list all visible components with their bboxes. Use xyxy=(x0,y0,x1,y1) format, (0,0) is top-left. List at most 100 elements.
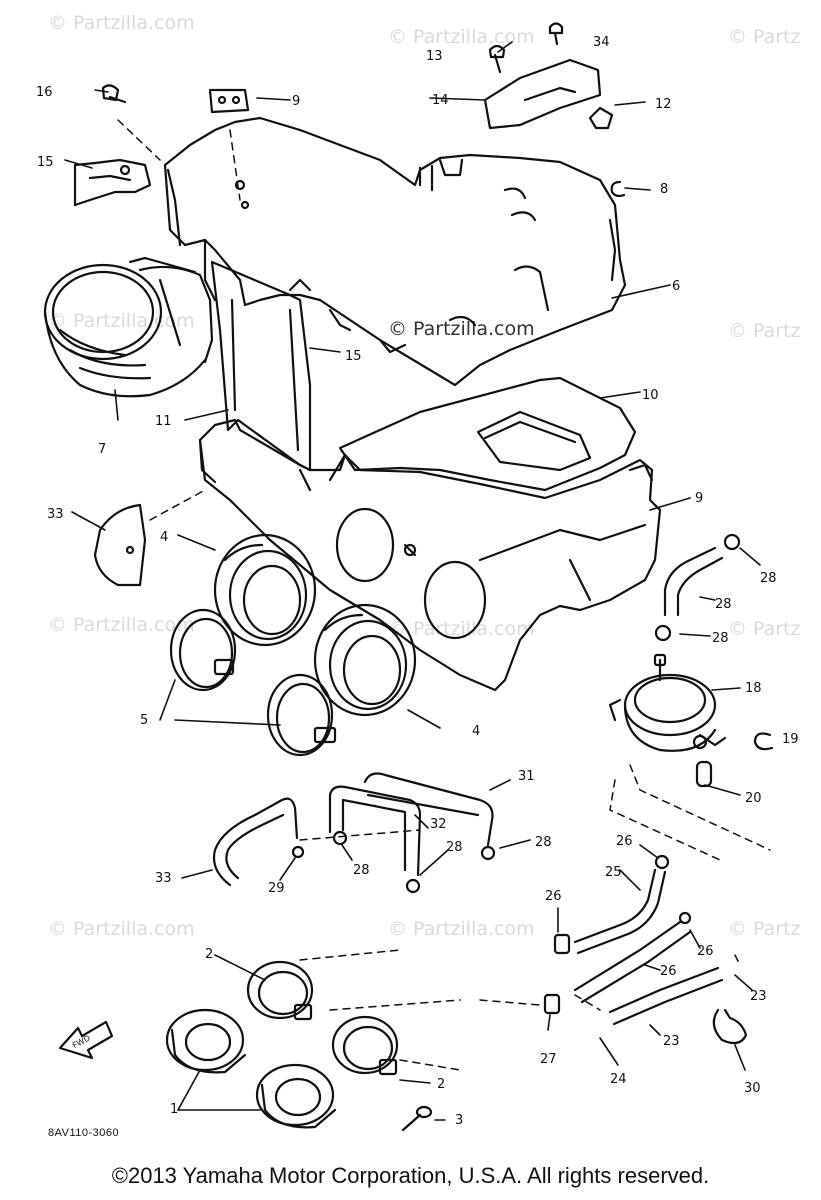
part-14-nut xyxy=(588,106,614,130)
part-4-joint-right xyxy=(313,603,417,717)
callout-14: 12 xyxy=(655,97,672,112)
callout-18: 16 xyxy=(36,85,53,100)
callout-2: 2 xyxy=(205,947,213,962)
callout-26: 26 xyxy=(616,834,633,849)
callout-26c: 26 xyxy=(697,944,714,959)
callout-24: 25 xyxy=(605,865,622,880)
part-33-gasket xyxy=(93,503,147,587)
callout-2b: 2 xyxy=(437,1077,445,1092)
part-4-joint-left xyxy=(213,533,317,647)
watermark: © Partzilla.com xyxy=(48,614,195,636)
callout-17b: 15 xyxy=(345,349,362,364)
callout-28c: 28 xyxy=(535,835,552,850)
callout-25: 26 xyxy=(660,964,677,979)
leader-lines xyxy=(64,41,761,1121)
callout-4b: 4 xyxy=(472,724,480,739)
part-27-hose xyxy=(663,546,724,617)
callout-11: 9 xyxy=(292,94,300,109)
callout-19: 18 xyxy=(745,681,762,696)
callout-29: 30 xyxy=(744,1081,761,1096)
part-19-fuel-pump xyxy=(608,653,727,752)
part-6-airbox-cover xyxy=(163,116,627,387)
part-16-rubber xyxy=(483,58,602,130)
part-9-air-filter xyxy=(43,256,214,398)
part-18-bolt xyxy=(101,84,127,104)
part-26-fittings xyxy=(543,854,692,1015)
part-5-clamp-right xyxy=(266,673,337,757)
callout-20: 19 xyxy=(782,732,799,747)
callout-28f: 29 xyxy=(268,881,285,896)
part-2-clamp-upper xyxy=(246,960,314,1021)
watermark: © Partz xyxy=(728,320,801,342)
callout-9: 7 xyxy=(98,442,106,457)
callout-16: 14 xyxy=(432,93,449,108)
part-5-clamp-left xyxy=(169,608,237,692)
callout-23b: 24 xyxy=(610,1072,627,1087)
watermark: © Partz xyxy=(728,26,801,48)
front-arrow-label: FWD xyxy=(71,1033,92,1050)
part-1-joint-lower xyxy=(255,1063,337,1129)
copyright-notice: ©2013 Yamaha Motor Corporation, U.S.A. A… xyxy=(111,1163,710,1188)
callout-28b: 28 xyxy=(712,631,729,646)
part-24-hose xyxy=(573,868,667,955)
callout-17: 15 xyxy=(37,155,54,170)
callout-8: 10 xyxy=(642,388,659,403)
callout-21: 20 xyxy=(745,791,762,806)
callout-28: 28 xyxy=(760,571,777,586)
drawing-code: 8AV110-3060 xyxy=(48,1127,120,1139)
callout-5: 5 xyxy=(140,713,148,728)
part-15-bolt xyxy=(488,44,506,74)
part-22-hose xyxy=(608,966,724,1026)
part-2-clamp-lower xyxy=(331,1015,399,1076)
part-30-hose xyxy=(363,772,494,847)
callout-22: 23 xyxy=(663,1034,680,1049)
part-28-clamps xyxy=(291,533,741,894)
callout-32: 33 xyxy=(155,871,172,886)
part-3-bolt xyxy=(401,1105,433,1132)
watermark: © Partzilla.com xyxy=(388,26,535,48)
watermark: © Partz xyxy=(728,918,801,940)
part-31-hose xyxy=(328,785,422,877)
callout-1: 1 xyxy=(170,1102,178,1117)
part-11-bracket xyxy=(208,88,250,114)
watermark: © Partzilla.com xyxy=(388,918,535,940)
part-20-clip xyxy=(753,732,774,751)
callout-13: 11 xyxy=(155,414,172,429)
part-10-clip xyxy=(610,180,626,198)
callout-4: 4 xyxy=(160,530,168,545)
part-29-clip xyxy=(712,1008,748,1045)
watermark: © Partzilla.com xyxy=(388,318,535,340)
callout-31: 32 xyxy=(430,817,447,832)
callout-26d: 27 xyxy=(540,1052,557,1067)
watermark: © Partzilla.com xyxy=(48,918,195,940)
front-arrow-icon xyxy=(58,1020,114,1060)
callout-26b: 26 xyxy=(545,889,562,904)
watermark: © Partz xyxy=(728,618,801,640)
part-13-panel xyxy=(210,260,312,472)
part-25-hose xyxy=(573,920,692,1004)
part-7-airbox-case xyxy=(198,418,662,692)
part-34-bolt xyxy=(548,22,564,46)
part-32-hose xyxy=(212,797,299,887)
callout-28e: 28 xyxy=(353,863,370,878)
callout-7: 9 xyxy=(695,491,703,506)
part-21-damper xyxy=(695,760,713,788)
callout-23: 23 xyxy=(750,989,767,1004)
assembly-guide-lines xyxy=(117,119,771,1071)
callout-33: 33 xyxy=(47,507,64,522)
callout-34: 34 xyxy=(593,35,610,50)
callout-10: 8 xyxy=(660,182,668,197)
callout-28d: 28 xyxy=(446,840,463,855)
part-8-filter-lid xyxy=(338,376,637,492)
callout-27: 28 xyxy=(715,597,732,612)
callout-3: 3 xyxy=(455,1113,463,1128)
callout-15: 13 xyxy=(426,49,443,64)
part-17-bracket-upper xyxy=(73,158,152,207)
part-1-joint-upper xyxy=(165,1008,247,1074)
callout-6: 6 xyxy=(672,279,680,294)
watermark: © Partzilla.com xyxy=(388,618,535,640)
callout-30: 31 xyxy=(518,769,535,784)
watermark: © Partzilla.com xyxy=(48,12,195,34)
callout-labels: 16 15 9 13 34 14 12 8 6 15 11 7 10 9 33 … xyxy=(36,35,799,1128)
